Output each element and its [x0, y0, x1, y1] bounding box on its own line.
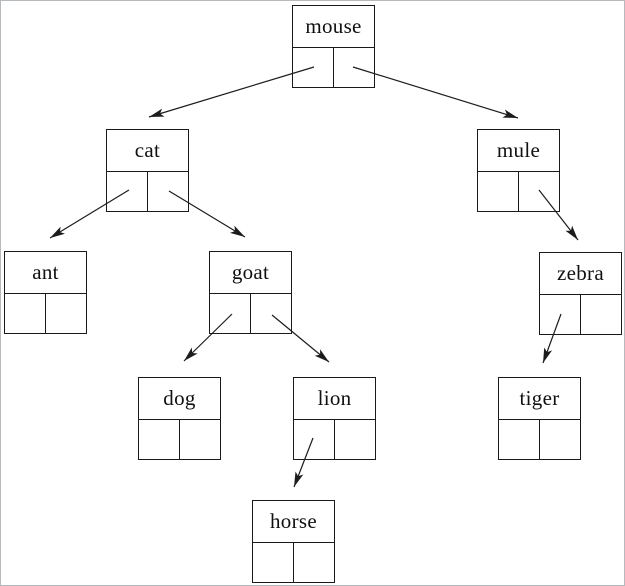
pointer-cells [107, 172, 188, 211]
tree-node-cat: cat [106, 129, 189, 212]
tree-node-mouse: mouse [292, 5, 375, 88]
edge-mouse-right-to-mule-arrow [352, 66, 519, 119]
right-pointer-cell [251, 294, 291, 333]
node-label: mule [478, 130, 559, 172]
tree-node-horse: horse [252, 500, 335, 583]
left-pointer-cell [5, 294, 46, 333]
pointer-cells [540, 295, 621, 334]
right-pointer-cell [519, 172, 559, 211]
node-label: zebra [540, 253, 621, 295]
pointer-cells [478, 172, 559, 211]
node-label: cat [107, 130, 188, 172]
right-pointer-cell [335, 420, 375, 459]
left-pointer-cell [139, 420, 180, 459]
right-pointer-cell [334, 48, 374, 87]
right-pointer-cell [148, 172, 188, 211]
pointer-cells [5, 294, 86, 333]
node-label: ant [5, 252, 86, 294]
tree-node-mule: mule [477, 129, 560, 212]
pointer-cells [293, 48, 374, 87]
edge-mouse-left-to-cat-arrow [148, 66, 315, 118]
tree-node-goat: goat [209, 251, 292, 334]
right-pointer-cell [180, 420, 220, 459]
left-pointer-cell [540, 295, 581, 334]
tree-node-ant: ant [4, 251, 87, 334]
right-pointer-cell [46, 294, 86, 333]
left-pointer-cell [107, 172, 148, 211]
tree-node-tiger: tiger [498, 377, 581, 460]
node-label: tiger [499, 378, 580, 420]
left-pointer-cell [499, 420, 540, 459]
right-pointer-cell [294, 543, 334, 582]
pointer-cells [210, 294, 291, 333]
tree-node-zebra: zebra [539, 252, 622, 335]
left-pointer-cell [294, 420, 335, 459]
node-label: lion [294, 378, 375, 420]
left-pointer-cell [293, 48, 334, 87]
pointer-cells [294, 420, 375, 459]
node-label: goat [210, 252, 291, 294]
pointer-cells [139, 420, 220, 459]
right-pointer-cell [540, 420, 580, 459]
left-pointer-cell [253, 543, 294, 582]
left-pointer-cell [478, 172, 519, 211]
node-label: dog [139, 378, 220, 420]
tree-node-dog: dog [138, 377, 221, 460]
pointer-cells [253, 543, 334, 582]
node-label: horse [253, 501, 334, 543]
tree-node-lion: lion [293, 377, 376, 460]
left-pointer-cell [210, 294, 251, 333]
node-label: mouse [293, 6, 374, 48]
right-pointer-cell [581, 295, 621, 334]
pointer-cells [499, 420, 580, 459]
